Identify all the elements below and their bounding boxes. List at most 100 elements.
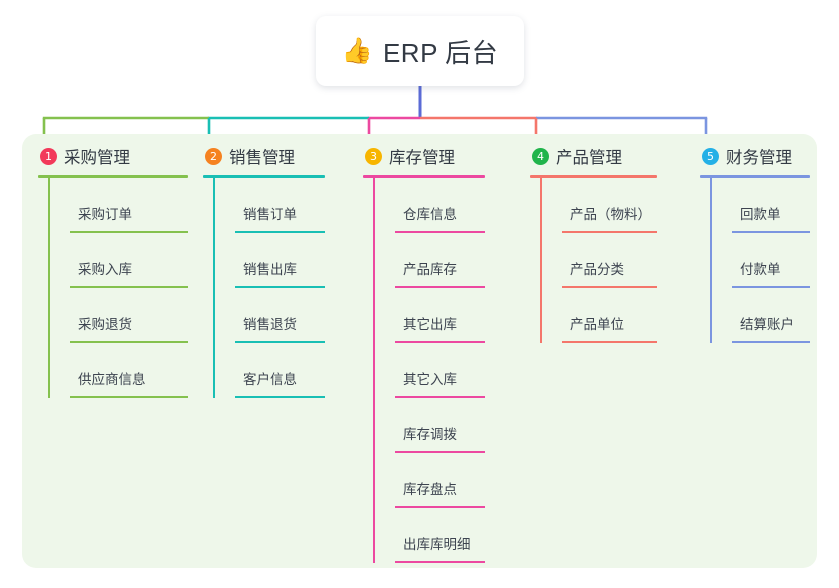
leaf-node[interactable]: 采购入库 [70, 233, 188, 288]
column-title-3: 库存管理 [389, 149, 455, 167]
column-header-3[interactable]: 3 库存管理 [363, 143, 485, 169]
column-items-5: 回款单付款单结算账户 [710, 178, 810, 343]
column-underline-3 [363, 175, 485, 178]
leaf-node[interactable]: 采购退货 [70, 288, 188, 343]
column-5: 5 财务管理回款单付款单结算账户 [700, 143, 810, 343]
column-underline-5 [700, 175, 810, 178]
leaf-label: 采购退货 [78, 317, 132, 332]
column-spine-3 [373, 178, 375, 563]
leaf-label: 其它入库 [403, 372, 457, 387]
column-spine-5 [710, 178, 712, 343]
column-header-5[interactable]: 5 财务管理 [700, 143, 810, 169]
leaf-underline [70, 341, 188, 343]
leaf-underline [70, 286, 188, 288]
leaf-node[interactable]: 回款单 [732, 178, 810, 233]
leaf-node[interactable]: 库存调拨 [395, 398, 485, 453]
leaf-node[interactable]: 销售退货 [235, 288, 325, 343]
leaf-underline [562, 341, 657, 343]
leaf-label: 供应商信息 [78, 372, 146, 387]
root-title: ERP 后台 [382, 37, 499, 68]
leaf-node[interactable]: 其它入库 [395, 343, 485, 398]
leaf-underline [70, 231, 188, 233]
column-underline-2 [203, 175, 325, 178]
column-underline-4 [530, 175, 657, 178]
leaf-node[interactable]: 采购订单 [70, 178, 188, 233]
leaf-node[interactable]: 产品（物料） [562, 178, 657, 233]
column-items-1: 采购订单采购入库采购退货供应商信息 [48, 178, 188, 398]
column-2: 2 销售管理销售订单销售出库销售退货客户信息 [203, 143, 325, 398]
column-1: 1 采购管理采购订单采购入库采购退货供应商信息 [38, 143, 188, 398]
leaf-underline [732, 231, 810, 233]
leaf-node[interactable]: 销售出库 [235, 233, 325, 288]
leaf-label: 采购入库 [78, 262, 132, 277]
leaf-underline [235, 396, 325, 398]
leaf-label: 产品分类 [570, 262, 624, 277]
leaf-label: 回款单 [740, 207, 781, 222]
leaf-underline [395, 231, 485, 233]
diagram-panel [22, 134, 817, 568]
leaf-underline [562, 286, 657, 288]
leaf-label: 库存调拨 [403, 427, 457, 442]
leaf-node[interactable]: 其它出库 [395, 288, 485, 343]
leaf-label: 产品库存 [403, 262, 457, 277]
root-node[interactable]: 👍 ERP 后台 [316, 16, 524, 86]
leaf-node[interactable]: 仓库信息 [395, 178, 485, 233]
column-title-5: 财务管理 [726, 149, 792, 167]
column-badge-2: 2 [205, 147, 222, 165]
leaf-label: 采购订单 [78, 207, 132, 222]
leaf-node[interactable]: 付款单 [732, 233, 810, 288]
leaf-label: 产品单位 [570, 317, 624, 332]
leaf-label: 结算账户 [740, 317, 794, 332]
thumbs-up-icon: 👍 [341, 36, 373, 65]
leaf-underline [235, 231, 325, 233]
column-header-2[interactable]: 2 销售管理 [203, 143, 325, 169]
leaf-node[interactable]: 库存盘点 [395, 453, 485, 508]
leaf-underline [395, 506, 485, 508]
leaf-label: 客户信息 [243, 372, 297, 387]
leaf-label: 销售订单 [243, 207, 297, 222]
column-spine-1 [48, 178, 50, 398]
leaf-underline [395, 451, 485, 453]
leaf-node[interactable]: 客户信息 [235, 343, 325, 398]
leaf-label: 其它出库 [403, 317, 457, 332]
column-underline-1 [38, 175, 188, 178]
column-title-2: 销售管理 [229, 149, 295, 167]
column-items-4: 产品（物料） 产品分类产品单位 [540, 178, 657, 343]
column-badge-1: 1 [40, 147, 57, 165]
leaf-label: 仓库信息 [403, 207, 457, 222]
leaf-node[interactable]: 销售订单 [235, 178, 325, 233]
column-header-4[interactable]: 4 产品管理 [530, 143, 657, 169]
column-spine-4 [540, 178, 542, 343]
leaf-label: 出库库明细 [403, 537, 471, 552]
leaf-label: 销售退货 [243, 317, 297, 332]
leaf-node[interactable]: 产品分类 [562, 233, 657, 288]
leaf-underline [395, 286, 485, 288]
leaf-underline [732, 286, 810, 288]
leaf-label: 库存盘点 [403, 482, 457, 497]
column-items-2: 销售订单销售出库销售退货客户信息 [213, 178, 325, 398]
column-items-3: 仓库信息产品库存其它出库其它入库库存调拨库存盘点出库库明细 [373, 178, 485, 563]
leaf-node[interactable]: 产品单位 [562, 288, 657, 343]
column-header-1[interactable]: 1 采购管理 [38, 143, 188, 169]
leaf-node[interactable]: 供应商信息 [70, 343, 188, 398]
leaf-underline [70, 396, 188, 398]
leaf-underline [732, 341, 810, 343]
column-title-4: 产品管理 [556, 149, 622, 167]
column-4: 4 产品管理产品（物料） 产品分类产品单位 [530, 143, 657, 343]
leaf-label: 产品（物料） [570, 207, 651, 222]
column-badge-5: 5 [702, 147, 719, 165]
leaf-underline [395, 561, 485, 563]
leaf-label: 付款单 [740, 262, 781, 277]
column-badge-3: 3 [365, 147, 382, 165]
column-spine-2 [213, 178, 215, 398]
leaf-underline [235, 286, 325, 288]
leaf-underline [562, 231, 657, 233]
leaf-label: 销售出库 [243, 262, 297, 277]
column-title-1: 采购管理 [64, 149, 130, 167]
leaf-underline [395, 341, 485, 343]
leaf-node[interactable]: 出库库明细 [395, 508, 485, 563]
leaf-node[interactable]: 结算账户 [732, 288, 810, 343]
leaf-node[interactable]: 产品库存 [395, 233, 485, 288]
column-badge-4: 4 [532, 147, 549, 165]
leaf-underline [395, 396, 485, 398]
